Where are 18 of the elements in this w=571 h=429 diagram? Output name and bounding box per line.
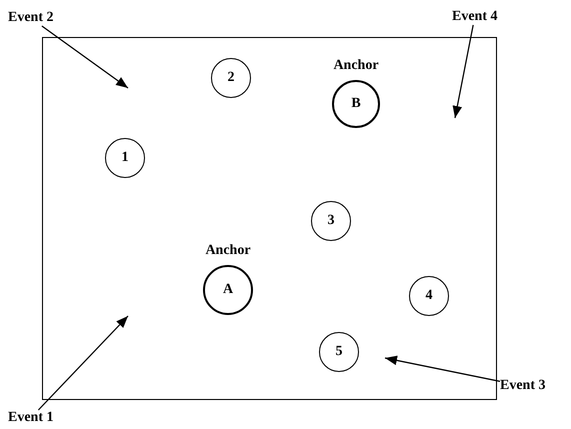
node-circle: 1 [105, 138, 145, 178]
arrow [452, 24, 474, 118]
event-label: Event 2 [8, 10, 54, 26]
event-label: Event 1 [8, 410, 54, 426]
arrow [42, 26, 128, 88]
anchor-heading: Anchor [205, 243, 251, 259]
node-circle: 5 [319, 332, 359, 372]
event-label: Event 4 [452, 9, 498, 25]
arrow [384, 356, 500, 382]
anchor-heading: Anchor [333, 58, 379, 74]
anchor-circle: B [332, 80, 380, 128]
frame-rectangle [42, 37, 497, 400]
node-circle: 2 [211, 58, 251, 98]
node-circle: 4 [409, 276, 449, 316]
arrow [38, 316, 128, 410]
anchor-circle: A [203, 265, 253, 315]
event-label: Event 3 [500, 378, 546, 394]
node-circle: 3 [311, 201, 351, 241]
